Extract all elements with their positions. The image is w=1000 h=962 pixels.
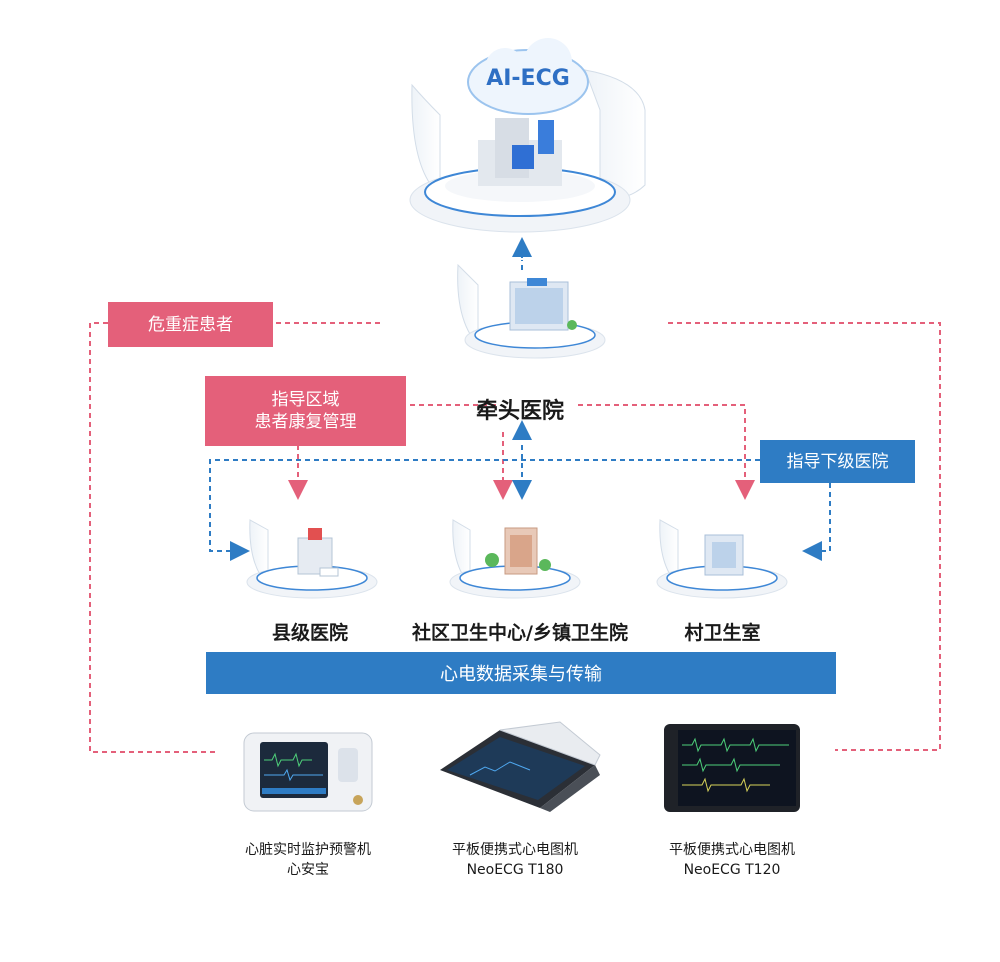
- critical-patient-loop: [89, 322, 941, 753]
- guide-region-line1: 指导区域: [271, 390, 340, 410]
- county-hospital-label: 县级医院: [271, 622, 348, 644]
- ai-ecg-cloud-platform-icon: [409, 38, 646, 233]
- device-label-line2: NeoECG T180: [466, 862, 564, 878]
- guide-region-tag: 指导区域 患者康复管理: [205, 376, 406, 446]
- neoecg-t120-device-icon: [664, 724, 800, 812]
- guide-lower-hospital-tag: 指导下级医院: [760, 440, 915, 483]
- critical-patients-tag: 危重症患者: [108, 302, 273, 347]
- lead-hospital-label: 牵头医院: [475, 399, 564, 424]
- device-label-line2: 心安宝: [287, 862, 329, 878]
- device-label-line2: NeoECG T120: [683, 862, 781, 878]
- community-center-label: 社区卫生中心/乡镇卫生院: [412, 622, 628, 644]
- device-label-line1: 心脏实时监护预警机: [245, 842, 371, 858]
- device-label-monitor: 心脏实时监护预警机 心安宝: [218, 840, 398, 880]
- neoecg-t180-device-icon: [440, 721, 601, 812]
- device-label-line1: 平板便携式心电图机: [669, 842, 795, 858]
- lead-hospital-building-icon: [457, 263, 606, 359]
- ecg-data-transfer-bar: 心电数据采集与传输: [206, 652, 836, 694]
- county-hospital-icon: [246, 519, 378, 599]
- guide-region-line2: 患者康复管理: [254, 412, 357, 432]
- heart-monitor-device-icon: [243, 732, 373, 812]
- village-clinic-icon: [656, 519, 788, 599]
- device-label-t120: 平板便携式心电图机 NeoECG T120: [642, 840, 822, 880]
- ai-ecg-label: AI-ECG: [486, 66, 570, 91]
- device-label-t180: 平板便携式心电图机 NeoECG T180: [425, 840, 605, 880]
- community-center-icon: [449, 519, 581, 599]
- village-clinic-label: 村卫生室: [684, 622, 761, 644]
- device-label-line1: 平板便携式心电图机: [452, 842, 578, 858]
- guide-lower-loop: [209, 237, 831, 561]
